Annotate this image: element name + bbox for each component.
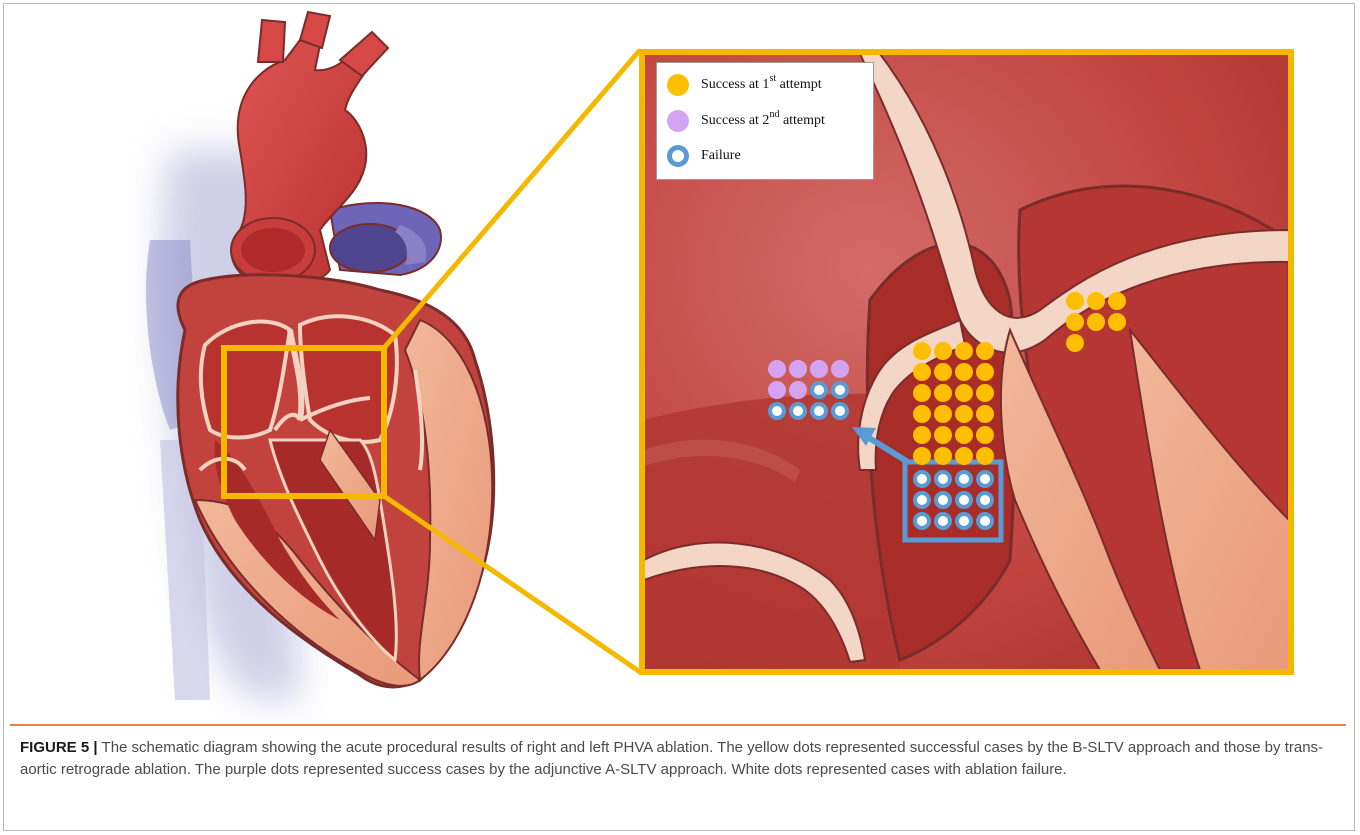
failure-dot — [833, 383, 847, 397]
failure-dot — [770, 404, 784, 418]
figure-caption: FIGURE 5 |The schematic diagram showing … — [20, 737, 1340, 781]
ring-icon — [667, 145, 689, 167]
success-1st-dot — [913, 384, 931, 402]
success-1st-dot — [934, 447, 952, 465]
success-1st-dot — [976, 447, 994, 465]
success-1st-dot — [934, 342, 952, 360]
success-2nd-dot — [789, 381, 807, 399]
success-2nd-dot — [789, 360, 807, 378]
success-1st-dot — [955, 405, 973, 423]
legend-label: Success at 1st attempt — [701, 77, 822, 93]
success-1st-dot — [934, 405, 952, 423]
success-1st-dot — [913, 405, 931, 423]
caption-rule — [10, 724, 1346, 726]
failure-dot — [812, 383, 826, 397]
success-2nd-dot — [831, 360, 849, 378]
failure-dot — [978, 514, 992, 528]
zoom-connector-top — [384, 50, 640, 348]
success-1st-dot — [934, 426, 952, 444]
success-1st-dot — [955, 384, 973, 402]
failure-dot — [936, 514, 950, 528]
success-1st-dot — [976, 363, 994, 381]
yellow-dot-icon — [667, 74, 689, 96]
success-1st-dot — [913, 426, 931, 444]
failure-dot — [915, 514, 929, 528]
success-2nd-dot — [810, 360, 828, 378]
legend-item-success-1st: Success at 1st attempt — [667, 74, 822, 96]
failure-dot — [936, 493, 950, 507]
failure-dot — [978, 472, 992, 486]
legend-item-failure: Failure — [667, 145, 741, 167]
success-2nd-dot — [768, 381, 786, 399]
success-1st-dot — [1066, 292, 1084, 310]
success-1st-dot — [934, 384, 952, 402]
failure-dot — [833, 404, 847, 418]
success-1st-dot — [1087, 313, 1105, 331]
legend: Success at 1st attempt Success at 2nd at… — [656, 62, 874, 180]
failure-dot — [915, 472, 929, 486]
success-1st-dot — [955, 363, 973, 381]
figure-label: FIGURE 5 | — [20, 739, 98, 756]
success-1st-dot — [976, 384, 994, 402]
success-1st-dot — [955, 426, 973, 444]
success-1st-dot — [1108, 292, 1126, 310]
purple-dot-icon — [667, 110, 689, 132]
success-1st-dot — [976, 426, 994, 444]
success-1st-dot — [955, 447, 973, 465]
success-1st-dot — [1066, 313, 1084, 331]
failure-dot — [915, 493, 929, 507]
legend-label: Failure — [701, 148, 741, 164]
success-1st-dot — [955, 342, 973, 360]
success-1st-dot — [1087, 292, 1105, 310]
success-1st-dot — [913, 342, 931, 360]
failure-dot — [957, 514, 971, 528]
failure-dot — [936, 472, 950, 486]
heart-illustration — [146, 12, 494, 700]
success-1st-dot — [934, 363, 952, 381]
success-1st-dot — [1066, 334, 1084, 352]
failure-dot — [791, 404, 805, 418]
failure-dot — [812, 404, 826, 418]
success-1st-dot — [913, 363, 931, 381]
legend-label: Success at 2nd attempt — [701, 113, 825, 129]
failure-dot — [957, 472, 971, 486]
legend-item-success-2nd: Success at 2nd attempt — [667, 110, 825, 132]
caption-text: The schematic diagram showing the acute … — [20, 739, 1323, 778]
failure-dot — [957, 493, 971, 507]
success-1st-dot — [976, 342, 994, 360]
success-1st-dot — [976, 405, 994, 423]
success-1st-dot — [1108, 313, 1126, 331]
failure-dot — [978, 493, 992, 507]
success-1st-dot — [913, 447, 931, 465]
success-2nd-dot — [768, 360, 786, 378]
